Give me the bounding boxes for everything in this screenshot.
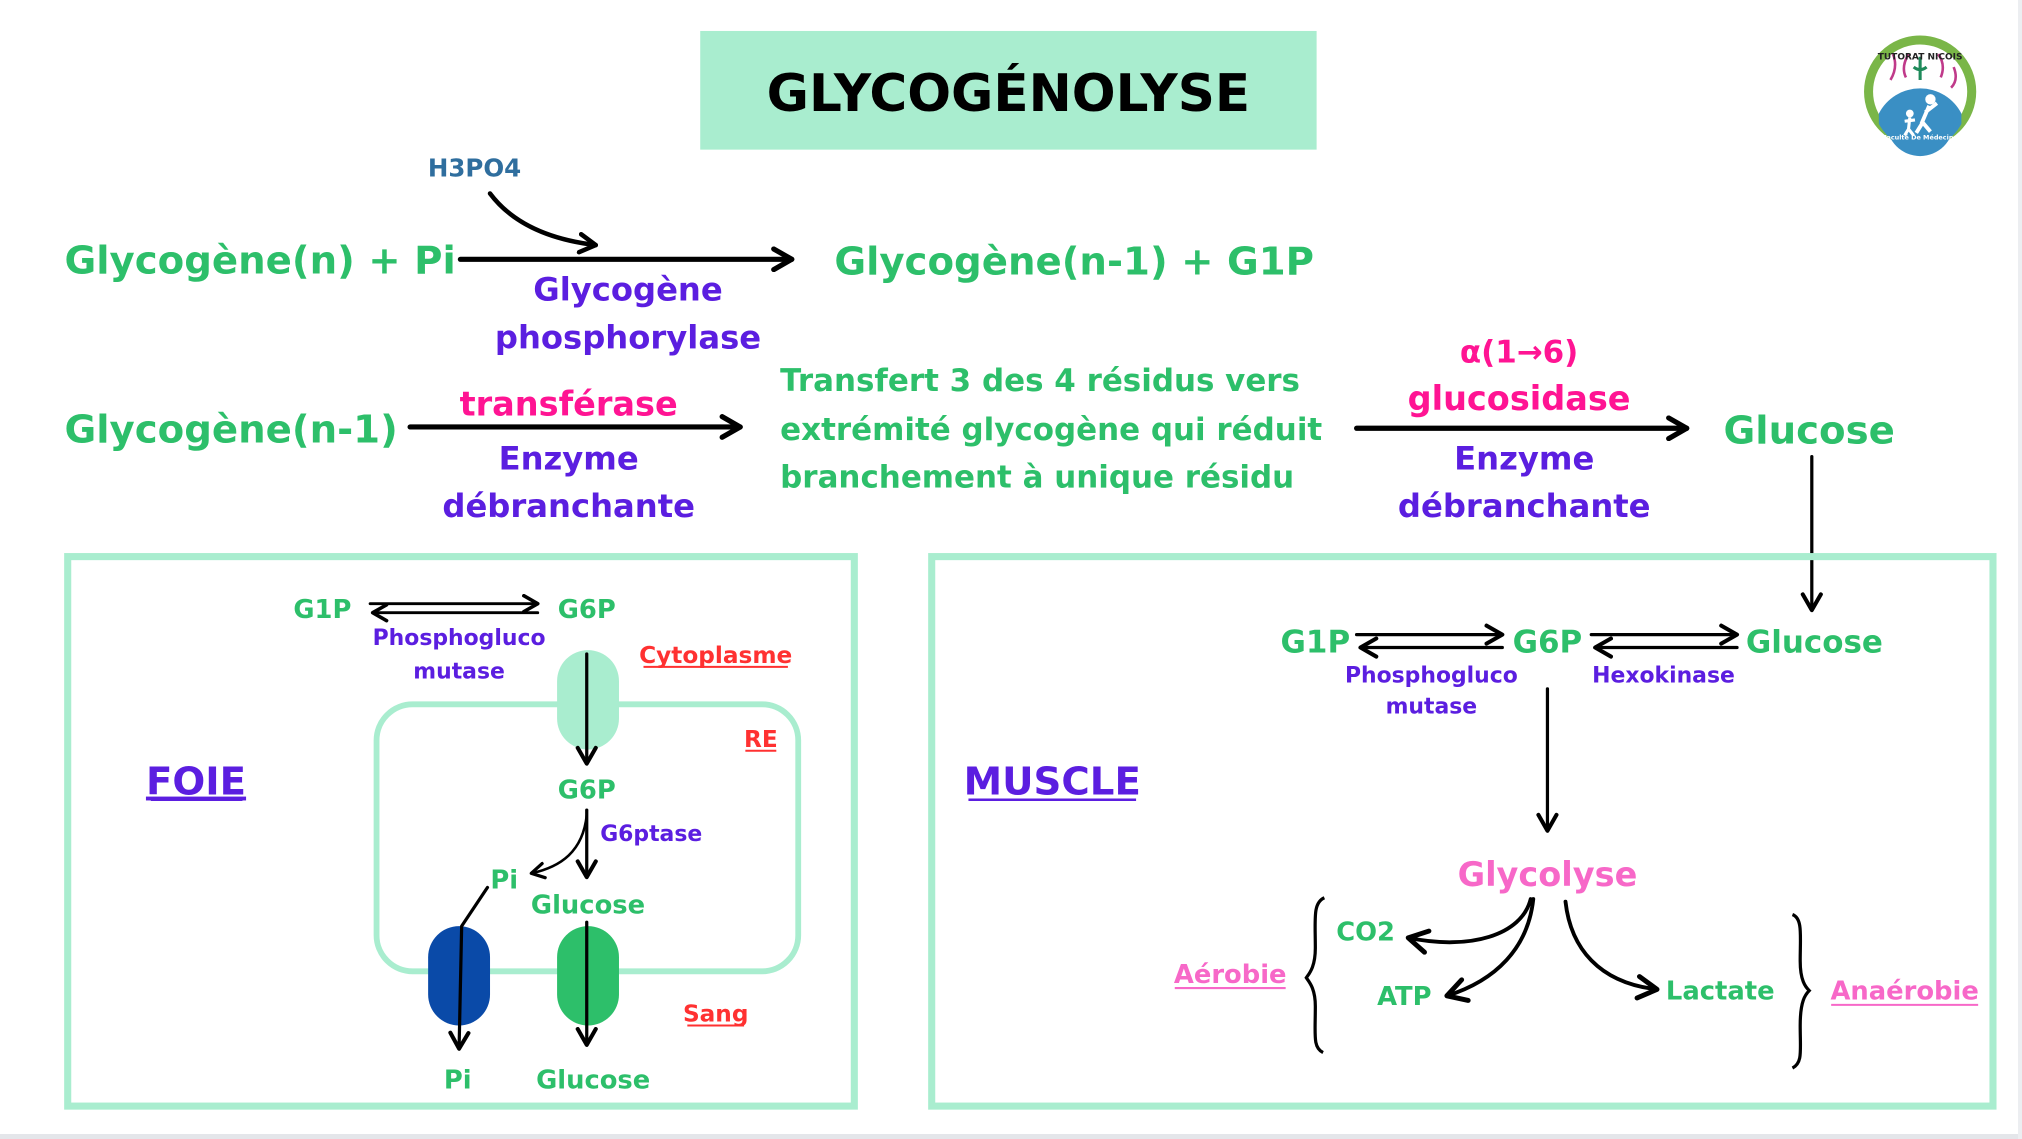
debranching-enzyme-line1: Enzyme — [499, 440, 639, 478]
foie-glucose-re: Glucose — [531, 890, 645, 920]
debranching-enzyme-line2: débranchante — [442, 487, 695, 525]
g6p-to-pi-arrow — [529, 813, 589, 880]
logo-child-body — [1903, 117, 1916, 137]
aerobie-brace — [1304, 896, 1326, 1055]
reaction3-product: Glucose — [1724, 409, 1895, 454]
logo-child-head — [1905, 109, 1914, 118]
pi-export-arrow — [448, 885, 490, 1051]
logo-adult-head — [1925, 94, 1936, 105]
logo-adult-body — [1914, 101, 1939, 134]
cofactor-h3po4: H3PO4 — [428, 154, 521, 183]
enzyme-phosphorylase-line1: Glycogène — [533, 271, 723, 309]
logo-top-text: TUTORAT NICOIS — [1878, 52, 1963, 62]
aerobie-label: Aérobie — [1174, 960, 1287, 990]
transfer-description-line1: Transfert 3 des 4 résidus vers — [780, 363, 1300, 399]
alpha16-label: α(1→6) — [1460, 334, 1578, 370]
muscle-mutase-line1: Phosphogluco — [1345, 663, 1518, 688]
title-background — [700, 30, 1317, 150]
title-banner: GLYCOGÉNOLYSE — [700, 30, 1317, 150]
foie-border — [64, 553, 858, 1110]
cofactor-arrow — [487, 191, 599, 255]
transferase-label: transférase — [460, 384, 678, 423]
cytoplasme-label: Cytoplasme — [639, 642, 792, 669]
muscle-border — [928, 553, 1997, 1110]
glucosidase-label: glucosidase — [1408, 379, 1631, 418]
co2-label: CO2 — [1336, 917, 1395, 947]
debranching-enzyme2-line2: débranchante — [1398, 487, 1651, 525]
bottom-edge-strip — [0, 1134, 2022, 1139]
logo-bottom-text: Faculté De Médecine — [1882, 133, 1958, 141]
debranching-enzyme2-line1: Enzyme — [1454, 440, 1594, 478]
logo-caduceus — [1912, 56, 1928, 80]
foie-g6p: G6P — [558, 595, 616, 625]
anaerobie-brace — [1791, 913, 1812, 1070]
foie-pi-re: Pi — [490, 866, 518, 896]
glycolyse-to-lactate-arrow — [1563, 899, 1660, 1001]
reaction2-substrate: Glycogène(n-1) — [64, 407, 397, 452]
muscle-g6p: G6P — [1513, 625, 1583, 661]
reaction1-substrate: Glycogène(n) + Pi — [64, 238, 455, 283]
foie-pi-blood: Pi — [444, 1066, 472, 1096]
tutorat-nicois-logo-icon: TUTORAT NICOIS Faculté De Médecine — [1864, 35, 1977, 157]
reaction-phosphorylase: H3PO4 Glycogène(n) + Pi Glycogène(n-1) +… — [64, 154, 1314, 357]
page-title: GLYCOGÉNOLYSE — [767, 63, 1250, 124]
foie-label: FOIE — [146, 760, 246, 805]
re-label: RE — [744, 726, 778, 753]
right-edge-strip — [2018, 0, 2022, 1139]
muscle-glucose: Glucose — [1746, 625, 1883, 661]
logo-dna-strands — [1889, 53, 1957, 89]
glycolyse-to-co2-arrow — [1405, 897, 1533, 955]
foie-panel: FOIE G1P G6P Phosphogluco mutase Cytopla… — [64, 553, 858, 1110]
g6ptase-label: G6ptase — [600, 822, 702, 847]
reaction-glucosidase: α(1→6) glucosidase Enzyme débranchante G… — [1354, 334, 1895, 613]
reaction1-product: Glycogène(n-1) + G1P — [834, 240, 1314, 285]
glycolyse-to-atp-arrow — [1444, 897, 1536, 1003]
lactate-label: Lactate — [1666, 977, 1775, 1007]
muscle-g1p: G1P — [1281, 625, 1351, 661]
atp-label: ATP — [1377, 982, 1431, 1012]
hexokinase-label: Hexokinase — [1592, 663, 1735, 688]
reaction-transferase: Glycogène(n-1) transférase Enzyme débran… — [64, 363, 1322, 525]
foie-glucose-blood: Glucose — [536, 1066, 650, 1096]
muscle-panel: MUSCLE G1P G6P Glucose Phosphogluco muta… — [928, 553, 1997, 1110]
glycolyse-label: Glycolyse — [1458, 855, 1638, 894]
foie-g6p-re: G6P — [558, 775, 616, 805]
anaerobie-label: Anaérobie — [1830, 977, 1978, 1007]
foie-mutase-line2: mutase — [413, 659, 505, 684]
transfer-description-line3: branchement à unique résidu — [780, 460, 1294, 496]
transfer-description-line2: extrémité glycogène qui réduit — [780, 412, 1322, 448]
muscle-label: MUSCLE — [964, 760, 1141, 805]
enzyme-phosphorylase-line2: phosphorylase — [495, 318, 761, 356]
muscle-mutase-line2: mutase — [1386, 694, 1478, 719]
sang-label: Sang — [683, 1001, 748, 1028]
foie-mutase-line1: Phosphogluco — [373, 626, 546, 651]
foie-g1p: G1P — [293, 595, 351, 625]
